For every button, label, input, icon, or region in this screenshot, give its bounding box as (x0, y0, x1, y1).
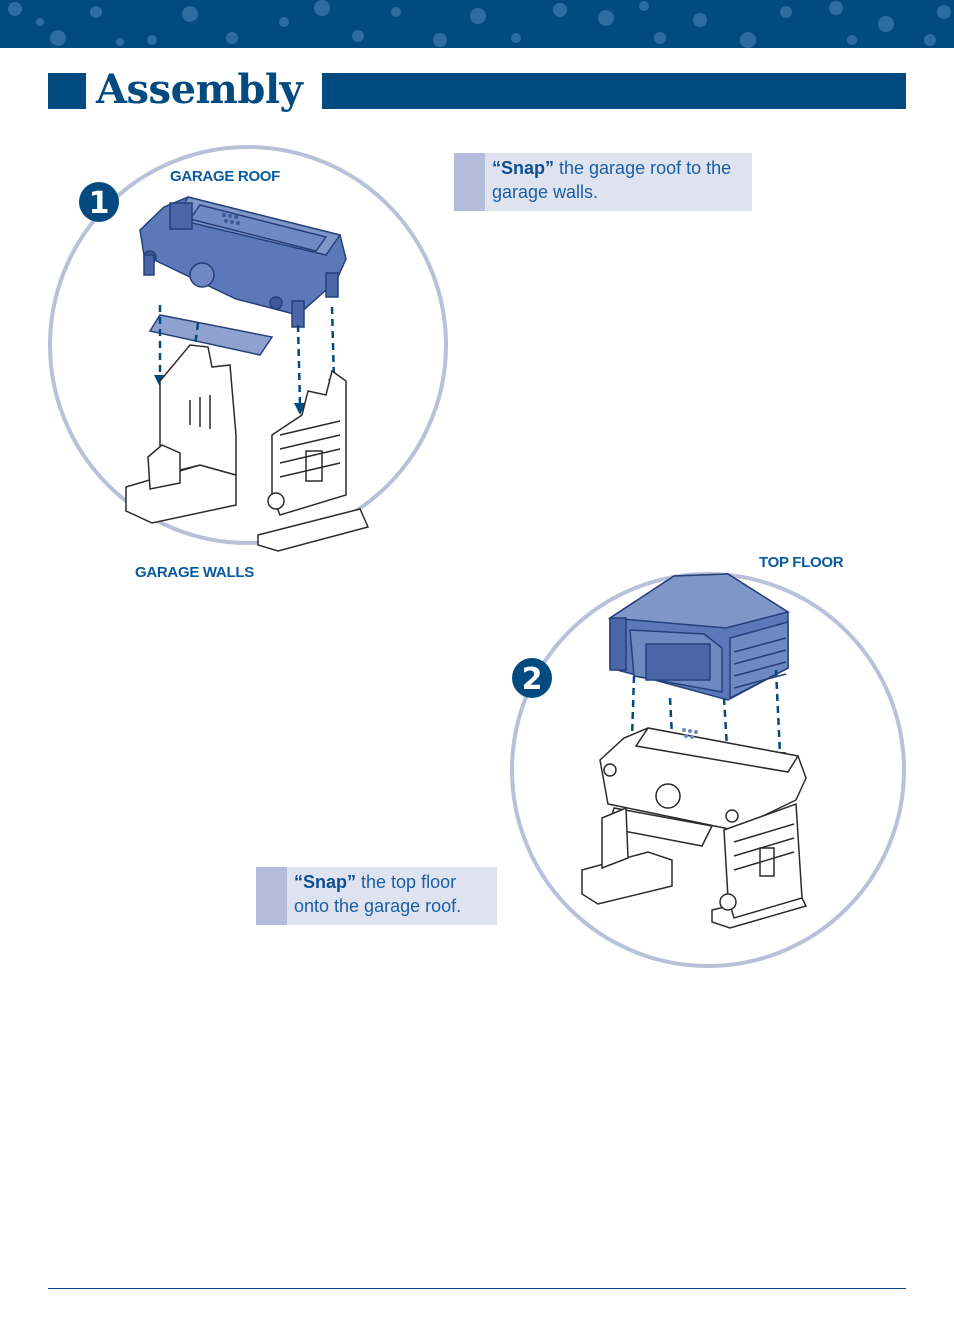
step-2-top-label: TOP FLOOR (759, 554, 844, 571)
assembled-garage-illustration (581, 727, 808, 929)
callout-tab (454, 153, 485, 211)
step-2-callout-text: “Snap” the top floor onto the garage roo… (294, 870, 491, 918)
garage-roof-illustration (139, 196, 347, 356)
step-2-number-icon: 2 (512, 658, 552, 698)
title-square (48, 73, 86, 109)
page-title: Assembly (96, 66, 303, 113)
callout-body: the garage roof to the garage walls. (492, 158, 732, 202)
step-1-bottom-label: GARAGE WALLS (135, 564, 254, 581)
top-floor-illustration (607, 573, 790, 701)
step-1-circle (48, 145, 448, 545)
step-1-top-label: GARAGE ROOF (170, 168, 281, 185)
step-1-callout: “Snap” the garage roof to the garage wal… (454, 153, 752, 211)
dots-pattern (8, 0, 951, 48)
svg-text:1: 1 (89, 186, 110, 221)
step-2-callout: “Snap” the top floor onto the garage roo… (256, 867, 497, 925)
step-2-figure: 2 (510, 572, 906, 968)
callout-emphasis: “Snap” (492, 158, 555, 178)
garage-walls-illustration (125, 344, 370, 552)
svg-text:2: 2 (522, 662, 543, 697)
section-title-row: Assembly (48, 66, 906, 113)
callout-emphasis: “Snap” (294, 872, 357, 892)
callout-tab (256, 867, 287, 925)
footer-rule (48, 1288, 906, 1289)
step-1-number-icon: 1 (79, 182, 119, 222)
step-1-callout-text: “Snap” the garage roof to the garage wal… (492, 156, 746, 204)
step-1-figure: 1 (48, 145, 448, 552)
callout-body: the top floor onto the garage roof. (294, 872, 462, 916)
title-bar (322, 73, 906, 109)
header-band (0, 0, 954, 48)
